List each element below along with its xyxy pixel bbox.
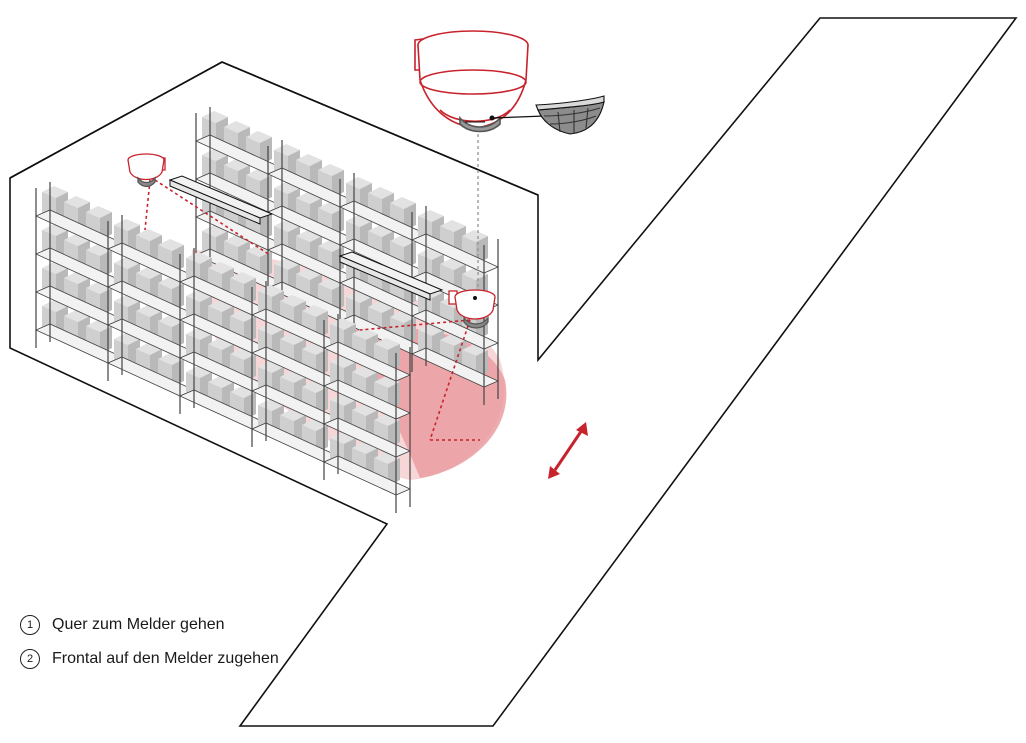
legend-number-1: 1 — [20, 615, 40, 635]
detector-right-icon — [448, 289, 496, 329]
mounting-ledge-right — [338, 251, 444, 301]
legend-item-2: 2 Frontal auf den Melder zugehen — [20, 646, 279, 672]
detector-left-icon — [127, 153, 166, 188]
legend-label-2: Frontal auf den Melder zugehen — [52, 650, 279, 667]
back-wall-edge — [9, 61, 539, 196]
detector-icon — [414, 30, 546, 133]
legend: 1 Quer zum Melder gehen 2 Frontal auf de… — [20, 612, 279, 680]
detection-lines — [144, 128, 480, 441]
legend-label-1: Quer zum Melder gehen — [52, 616, 225, 633]
legend-item-1: 1 Quer zum Melder gehen — [20, 612, 279, 638]
double-arrow-icon — [548, 422, 588, 479]
detection-lens-icon — [535, 95, 605, 135]
mounting-ledge-left — [168, 175, 274, 225]
legend-number-2: 2 — [20, 649, 40, 669]
